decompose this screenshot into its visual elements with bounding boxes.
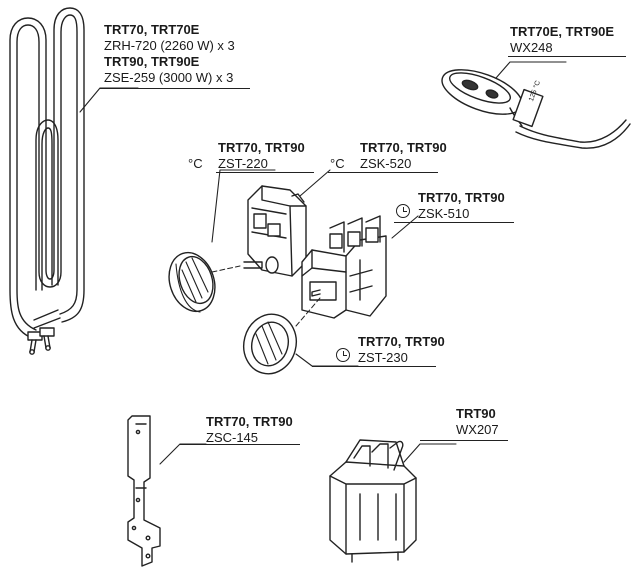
heating-element-models-1: TRT70, TRT70E <box>104 22 200 37</box>
switch-block-drawing <box>301 215 387 319</box>
bracket-models: TRT70, TRT90 <box>206 414 293 429</box>
bracket-part: ZSC-145 <box>206 430 259 445</box>
relay-label: TRT90 WX207 <box>456 406 499 438</box>
timer-switch-models: TRT70, TRT90 <box>418 190 505 205</box>
overheat-switch-part: ZSK-520 <box>360 156 412 171</box>
timer-knob-models: TRT70, TRT90 <box>358 334 445 349</box>
timer-switch-label: TRT70, TRT90 ZSK-510 <box>418 190 505 222</box>
relay-drawing <box>329 439 417 563</box>
bracket-drawing <box>127 415 161 567</box>
overheat-switch-rule <box>328 172 438 173</box>
sensor-label: TRT70E, TRT90E WX248 <box>510 24 614 56</box>
thermostat-rule <box>216 172 314 173</box>
thermostat-models: TRT70, TRT90 <box>218 140 305 155</box>
heating-element-part-2: ZSE-259 (3000 W) x 3 <box>104 70 234 85</box>
relay-rule <box>420 440 508 441</box>
timer-knob-part: ZST-230 <box>358 350 408 365</box>
thermostat-knob-drawing <box>168 251 241 313</box>
sensor-drawing <box>441 69 631 149</box>
overheat-switch-label: TRT70, TRT90 ZSK-520 <box>360 140 447 172</box>
timer-knob-clock-icon <box>336 348 350 362</box>
timer-knob-drawing <box>243 297 321 375</box>
sensor-part: WX248 <box>510 40 553 55</box>
overheat-switch-models: TRT70, TRT90 <box>360 140 447 155</box>
sensor-rule <box>508 56 626 57</box>
thermostat-part: ZST-220 <box>218 156 268 171</box>
relay-part: WX207 <box>456 422 499 437</box>
thermostat-label: TRT70, TRT90 ZST-220 <box>218 140 305 172</box>
bracket-label: TRT70, TRT90 ZSC-145 <box>206 414 293 446</box>
heating-element-drawing <box>9 7 85 355</box>
timer-switch-clock-icon <box>396 204 410 218</box>
timer-switch-rule <box>394 222 514 223</box>
heating-element-label: TRT70, TRT70E ZRH-720 (2260 W) x 3 TRT90… <box>104 22 235 86</box>
thermostat-celsius-symbol: °C <box>188 156 203 171</box>
heating-element-part-1: ZRH-720 (2260 W) x 3 <box>104 38 235 53</box>
overheat-switch-celsius-symbol: °C <box>330 156 345 171</box>
heating-element-models-2: TRT90, TRT90E <box>104 54 200 69</box>
timer-switch-part: ZSK-510 <box>418 206 470 221</box>
timer-knob-label: TRT70, TRT90 ZST-230 <box>358 334 445 366</box>
heating-element-rule <box>100 88 250 89</box>
bracket-rule <box>180 444 300 445</box>
timer-knob-rule <box>312 366 436 367</box>
thermostat-drawing <box>243 185 307 277</box>
relay-models: TRT90 <box>456 406 496 421</box>
sensor-models: TRT70E, TRT90E <box>510 24 615 39</box>
